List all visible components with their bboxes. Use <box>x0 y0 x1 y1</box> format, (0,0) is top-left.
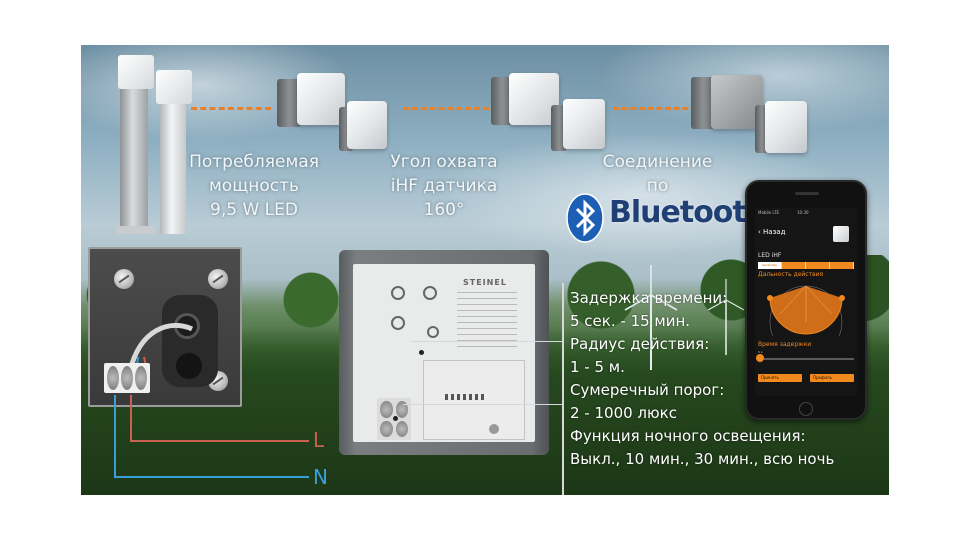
power-caption: Потребляемая мощность 9,5 W LED <box>179 150 329 222</box>
wind-turbine-icon <box>707 279 745 355</box>
caption-line: Угол охвата <box>390 152 498 172</box>
device-name: LED iHF <box>758 252 782 259</box>
wall-lamp-product <box>491 73 605 153</box>
phone-time: 10:30 <box>797 210 809 215</box>
inner-housing-slot <box>445 394 485 400</box>
wall-mount-box <box>88 247 242 407</box>
angle-caption: Угол охвата iHF датчика 160° <box>374 150 514 222</box>
tab-properties[interactable]: Свойства <box>758 262 782 269</box>
bollard-lamp-product <box>116 50 196 240</box>
phone-carrier: Mobile LTE <box>758 210 780 215</box>
dot-marker <box>419 350 424 355</box>
pointer-line <box>403 404 563 405</box>
specs-panel: Задержка времени: 5 сек. - 15 мин. Радиу… <box>570 287 870 471</box>
bluetooth-word: Bluetooth <box>609 195 767 230</box>
connector-dash <box>403 107 489 110</box>
apply-button[interactable]: Принять <box>758 374 802 382</box>
background-scene: Потребляемая мощность 9,5 W LED Угол охв… <box>81 45 889 495</box>
dial-icon <box>391 286 405 300</box>
wall-lamp-product <box>277 73 387 153</box>
caption-line: iHF датчика <box>390 176 498 196</box>
spec-line: 5 сек. - 15 мин. <box>570 312 691 330</box>
bluetooth-icon <box>566 193 604 243</box>
home-button[interactable] <box>799 402 813 416</box>
tab-2[interactable] <box>782 262 806 269</box>
spec-line: Задержка времени: <box>570 289 728 307</box>
wiring-lines <box>114 395 309 478</box>
spec-line: 2 - 1000 люкс <box>570 404 677 422</box>
caption-line: Соединение <box>602 152 713 172</box>
dial-icon <box>391 316 405 330</box>
smartphone: Mobile LTE 10:30 ‹ Назад LED iHF Свойств… <box>745 180 867 420</box>
dot-marker <box>393 416 398 421</box>
screw-icon <box>208 269 228 289</box>
spec-line: Выкл., 10 мин., 30 мин., всю ночь <box>570 450 835 468</box>
caption-line: мощность <box>208 176 300 196</box>
delay-label: Время задержки <box>758 341 812 348</box>
dial-icon <box>427 326 439 338</box>
phone-tabs: Свойства <box>758 262 854 269</box>
connector-dash <box>191 107 271 110</box>
screw-terminals <box>377 398 411 440</box>
spec-print <box>457 292 517 352</box>
live-wire-label: L <box>313 428 325 452</box>
caption-line: 9,5 W LED <box>210 200 298 220</box>
range-diagram[interactable] <box>765 280 847 336</box>
neutral-wire-label: N <box>313 465 328 489</box>
brand-label: STEINEL <box>463 278 507 287</box>
pointer-line <box>562 283 564 495</box>
sensor-back-panel: STEINEL <box>339 250 549 455</box>
caption-line: по <box>646 176 669 196</box>
housing-screw <box>489 424 499 434</box>
pointer-line <box>411 341 563 342</box>
sensor-face: STEINEL <box>353 264 535 442</box>
dial-icon <box>423 286 437 300</box>
connector-dash <box>613 107 697 110</box>
wall-lamp-product <box>691 75 807 155</box>
caption-line: 160° <box>423 200 465 220</box>
caption-line: Потребляемая <box>189 152 319 172</box>
back-button[interactable]: ‹ Назад <box>758 228 786 236</box>
wind-turbine-icon <box>624 265 678 370</box>
tab-3[interactable] <box>806 262 830 269</box>
spec-line: Сумеречный порог: <box>570 381 725 399</box>
lamp-thumbnail <box>833 226 849 242</box>
profiles-button[interactable]: Профиль <box>810 374 854 382</box>
spec-line: 1 - 5 м. <box>570 358 625 376</box>
terminal-block <box>104 363 150 393</box>
connection-caption: Соединение по <box>585 150 730 198</box>
cable-hole <box>176 353 202 379</box>
tab-4[interactable] <box>830 262 854 269</box>
range-label: Дальность действия <box>758 271 824 278</box>
delay-slider-knob[interactable] <box>756 354 764 362</box>
spec-line: Функция ночного освещения: <box>570 427 806 445</box>
inner-housing <box>423 360 525 440</box>
spec-line: Радиус действия: <box>570 335 710 353</box>
screw-icon <box>114 269 134 289</box>
phone-speaker <box>795 192 819 195</box>
delay-slider[interactable] <box>758 358 854 360</box>
phone-screen: Mobile LTE 10:30 ‹ Назад LED iHF Свойств… <box>755 208 857 396</box>
delay-value: 5 s <box>758 350 763 354</box>
